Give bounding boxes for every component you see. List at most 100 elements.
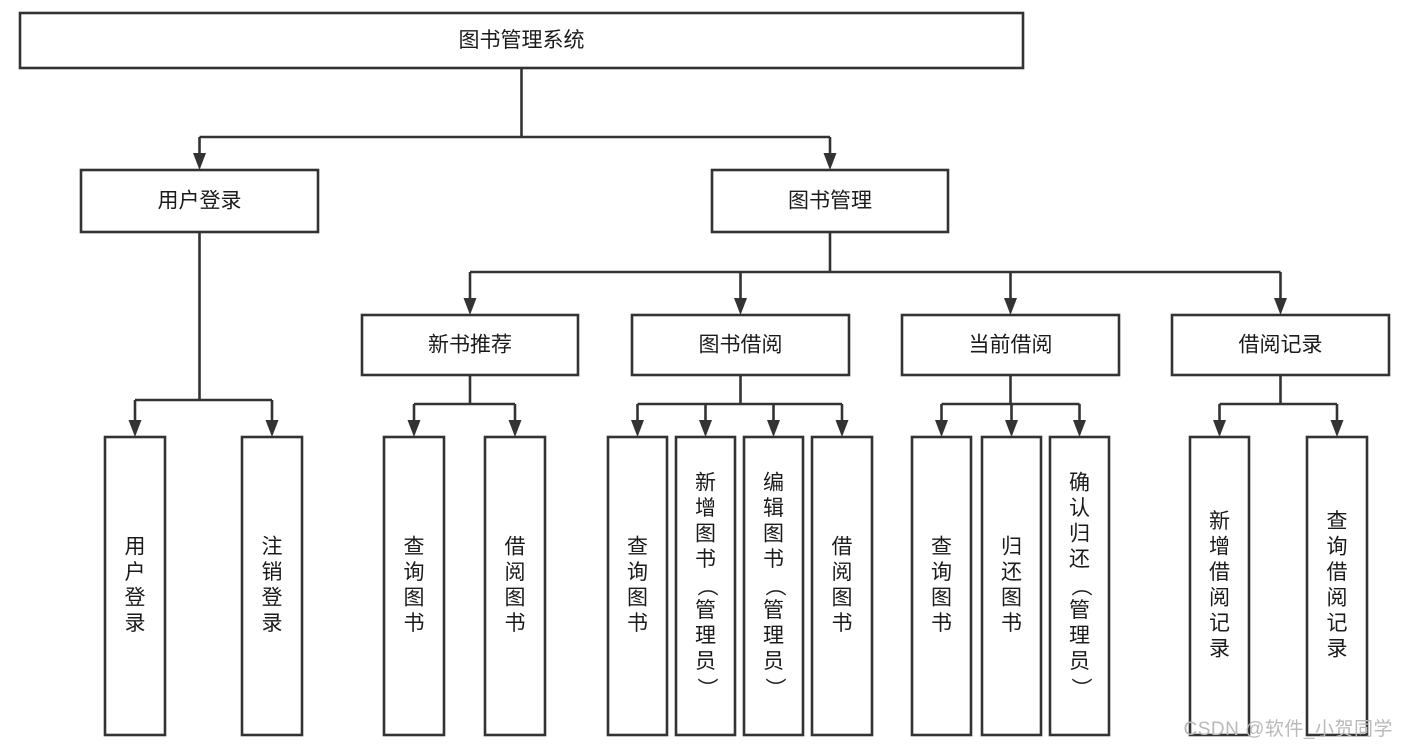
arrow-head-icon [193, 153, 206, 170]
svg-text:询: 询 [1327, 535, 1348, 558]
node-box-bookmgmt[interactable] [710, 168, 950, 234]
node-box-leaf-query-book-3[interactable] [910, 435, 973, 737]
edges-layer [128, 68, 1344, 437]
svg-text:）: ） [695, 678, 718, 699]
svg-text:录: 录 [262, 612, 283, 635]
node-root[interactable]: 图书管理系统 [18, 11, 1025, 70]
svg-text:）: ） [1069, 678, 1092, 699]
svg-text:录: 录 [125, 612, 146, 635]
node-label-current: 当前借阅 [969, 334, 1053, 357]
node-box-leaf-edit-book[interactable] [742, 435, 805, 737]
node-box-leaf-query-book-2[interactable] [606, 435, 669, 737]
svg-text:书: 书 [931, 612, 952, 635]
node-label-borrow: 图书借阅 [699, 334, 783, 357]
svg-text:理: 理 [1069, 625, 1090, 648]
svg-text:询: 询 [931, 561, 952, 584]
arrow-head-icon [508, 420, 522, 437]
node-box-newbook[interactable] [360, 313, 580, 377]
svg-text:归: 归 [1069, 523, 1090, 546]
svg-text:员: 员 [763, 650, 784, 673]
node-login[interactable]: 用户登录 [79, 168, 320, 234]
node-box-login[interactable] [79, 168, 320, 234]
node-box-root[interactable] [18, 11, 1025, 70]
svg-text:书: 书 [505, 612, 526, 635]
svg-text:查: 查 [627, 535, 648, 558]
svg-text:阅: 阅 [832, 561, 853, 584]
svg-text:询: 询 [627, 561, 648, 584]
node-label-login: 用户登录 [158, 190, 242, 213]
svg-text:员: 员 [1069, 650, 1090, 673]
node-box-leaf-add-book[interactable] [674, 435, 737, 737]
node-newbook[interactable]: 新书推荐 [360, 313, 580, 377]
connector-group-borrow [631, 375, 849, 437]
node-box-current[interactable] [900, 313, 1121, 377]
node-bookmgmt[interactable]: 图书管理 [710, 168, 950, 234]
svg-text:编: 编 [763, 472, 784, 495]
arrow-head-icon [407, 420, 421, 437]
svg-text:查: 查 [1327, 510, 1348, 533]
svg-text:阅: 阅 [505, 561, 526, 584]
node-box-leaf-add-record[interactable] [1188, 435, 1251, 737]
node-box-leaf-return-book[interactable] [980, 435, 1043, 737]
svg-text:书: 书 [832, 612, 853, 635]
svg-text:户: 户 [125, 561, 146, 584]
node-box-leaf-query-record[interactable] [1305, 435, 1369, 737]
watermark-label: CSDN @软件_小贺同学 [1183, 719, 1393, 740]
svg-text:借: 借 [1327, 561, 1348, 584]
svg-text:用: 用 [125, 535, 146, 558]
svg-text:图: 图 [832, 586, 853, 609]
svg-text:管: 管 [695, 599, 716, 622]
node-box-record[interactable] [1170, 313, 1391, 377]
node-box-leaf-query-book-1[interactable] [382, 435, 446, 737]
arrow-head-icon [767, 420, 780, 437]
node-box-leaf-borrow-book-2[interactable] [810, 435, 874, 737]
node-record[interactable]: 借阅记录 [1170, 313, 1391, 377]
arrow-head-icon [265, 420, 279, 437]
svg-text:认: 认 [1069, 497, 1090, 520]
svg-text:图: 图 [931, 586, 952, 609]
svg-text:记: 记 [1327, 612, 1348, 635]
node-leaf-user-login[interactable]: 用户登录 [103, 435, 167, 737]
node-current[interactable]: 当前借阅 [900, 313, 1121, 377]
svg-text:查: 查 [931, 535, 952, 558]
arrow-head-icon [823, 153, 837, 170]
arrow-head-icon [1274, 298, 1287, 315]
svg-text:新: 新 [695, 472, 716, 495]
arrow-head-icon [463, 298, 477, 315]
svg-text:（: （ [695, 576, 718, 597]
node-box-leaf-confirm-return[interactable] [1048, 435, 1111, 737]
svg-text:还: 还 [1001, 561, 1022, 584]
nodes-layer: 图书管理系统用户登录图书管理新书推荐图书借阅当前借阅借阅记录用户登录注销登录查询… [18, 11, 1391, 737]
node-box-leaf-user-login[interactable] [103, 435, 167, 737]
node-box-leaf-user-logout[interactable] [240, 435, 304, 737]
svg-text:还: 还 [1069, 548, 1090, 571]
connector-group-record [1213, 375, 1344, 437]
node-box-borrow[interactable] [630, 313, 851, 377]
svg-text:）: ） [763, 678, 786, 699]
svg-text:销: 销 [262, 561, 283, 584]
svg-text:（: （ [1069, 576, 1092, 597]
node-box-leaf-borrow-book-1[interactable] [483, 435, 547, 737]
node-borrow[interactable]: 图书借阅 [630, 313, 851, 377]
svg-text:借: 借 [832, 535, 853, 558]
